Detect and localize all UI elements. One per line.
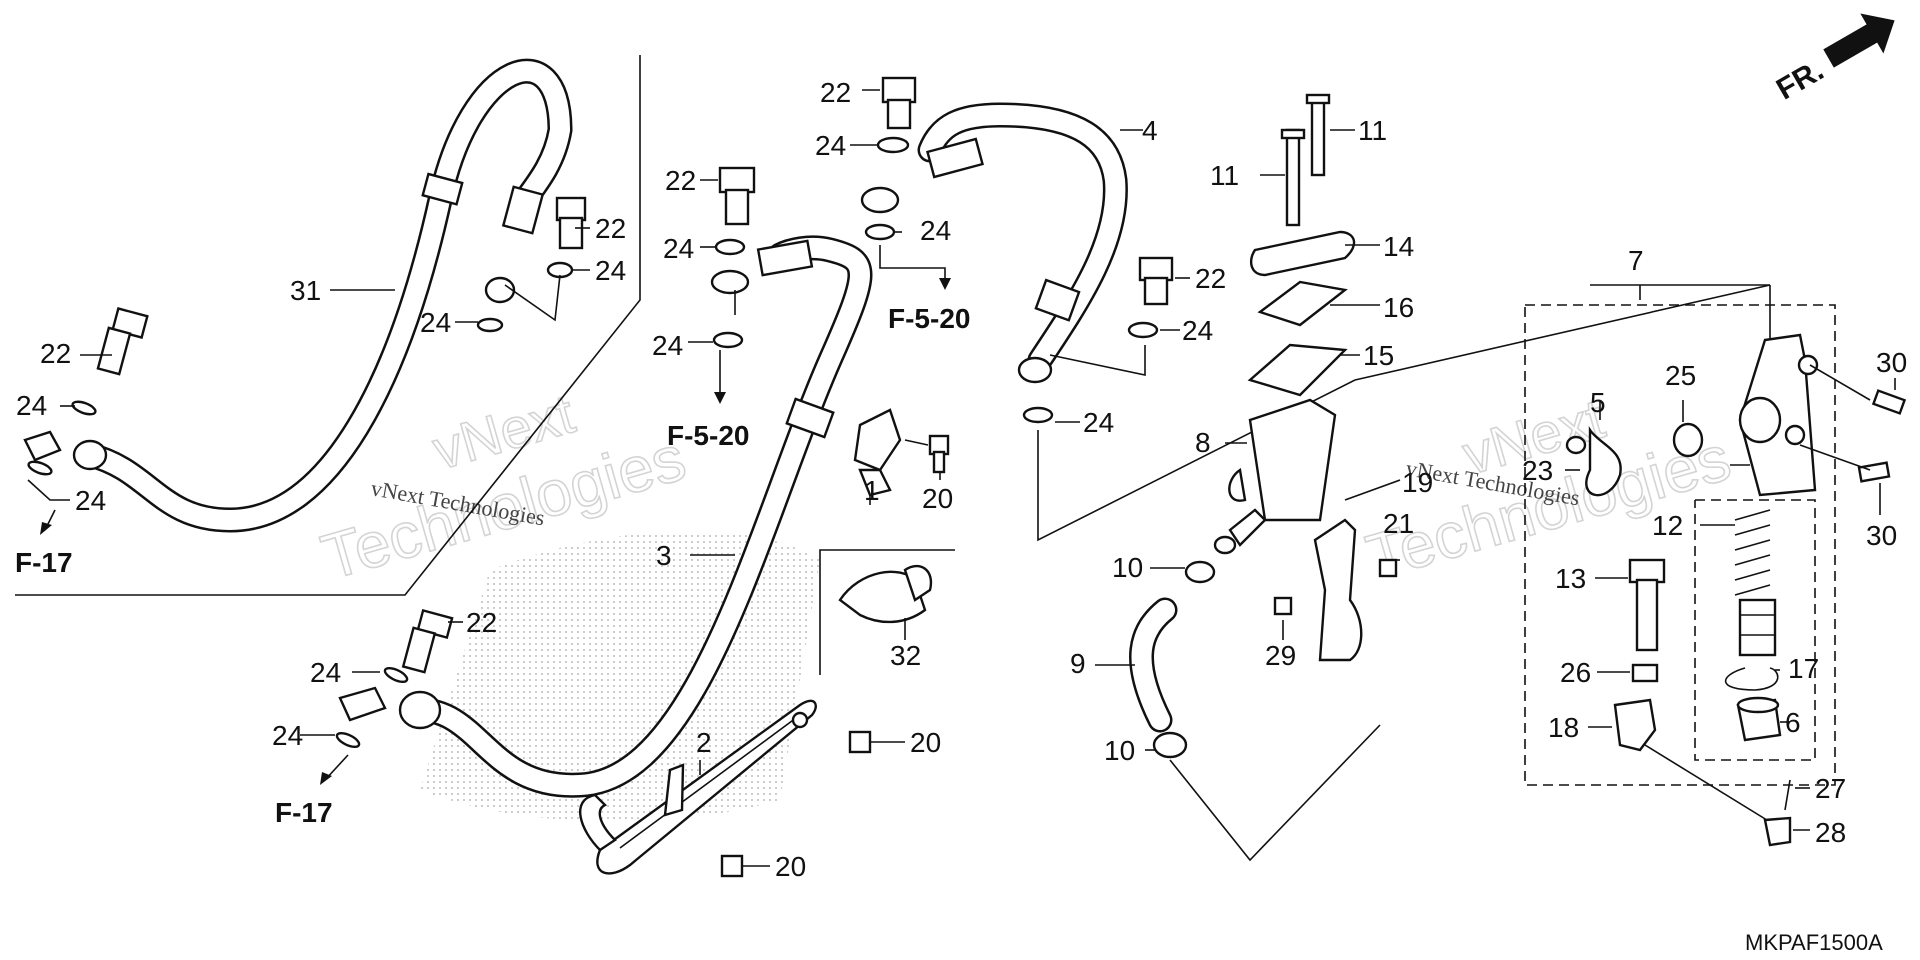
hose-3 xyxy=(300,166,873,798)
part-label-31: 31 xyxy=(290,275,321,306)
part-label-3: 3 xyxy=(656,540,672,571)
part-label-11: 11 xyxy=(1358,115,1387,146)
part-label-24b: 24 xyxy=(75,485,106,516)
part-label-24d: 24 xyxy=(595,255,626,286)
ref-f520-left: F-5-20 xyxy=(667,420,749,451)
part-label-1: 1 xyxy=(864,475,880,506)
part-label-28: 28 xyxy=(1815,817,1846,848)
part-label-10: 10 xyxy=(1112,552,1143,583)
part-label-22e: 22 xyxy=(1195,263,1226,294)
part-label-15: 15 xyxy=(1363,340,1394,371)
part-7-assembly xyxy=(1354,284,1907,847)
part-1-clamp xyxy=(853,408,950,505)
part-label-24f: 24 xyxy=(652,330,683,361)
part-label-13: 13 xyxy=(1555,563,1586,594)
part-label-4: 4 xyxy=(1142,115,1158,146)
part-label-9: 9 xyxy=(1070,648,1086,679)
part-label-17: 17 xyxy=(1788,653,1819,684)
part-label-30a: 30 xyxy=(1876,347,1907,378)
part-label-22f: 22 xyxy=(466,607,497,638)
part-label-22b: 22 xyxy=(595,213,626,244)
ref-f17-bottom: F-17 xyxy=(275,797,333,828)
part-label-6: 6 xyxy=(1785,707,1801,738)
part-2-bracket xyxy=(579,699,905,878)
part-label-19: 19 xyxy=(1402,467,1433,498)
part-label-24e: 24 xyxy=(663,233,694,264)
part-label-5: 5 xyxy=(1590,387,1606,418)
part-label-24l: 24 xyxy=(272,720,303,751)
part-label-20c: 20 xyxy=(775,851,806,882)
watermark-dot-pattern xyxy=(420,531,820,822)
part-label-10b: 10 xyxy=(1104,735,1135,766)
part-label-30b: 30 xyxy=(1866,520,1897,551)
part-label-25: 25 xyxy=(1665,360,1696,391)
reference-labels: F-17 F-17 F-5-20 F-5-20 xyxy=(15,303,970,828)
part-label-29: 29 xyxy=(1265,640,1296,671)
part-label-18: 18 xyxy=(1548,712,1579,743)
part-label-24i: 24 xyxy=(1083,407,1114,438)
part-label-22a: 22 xyxy=(40,338,71,369)
part-label-2: 2 xyxy=(696,727,712,758)
diagram-code: MKPAF1500A xyxy=(1745,930,1883,955)
part-label-24j: 24 xyxy=(1182,315,1213,346)
part-label-21: 21 xyxy=(1383,508,1414,539)
part-label-7: 7 xyxy=(1628,245,1644,276)
part-label-8: 8 xyxy=(1195,427,1211,458)
part-label-24a: 24 xyxy=(16,390,47,421)
part-numbers: 1 2 3 4 5 6 7 8 9 10 10 11 11 12 13 14 1… xyxy=(16,77,1907,882)
part-label-24h: 24 xyxy=(920,215,951,246)
ref-f17-left: F-17 xyxy=(15,547,73,578)
part-label-24g: 24 xyxy=(815,130,846,161)
front-label: FR. xyxy=(1771,54,1829,107)
part-label-26: 26 xyxy=(1560,657,1591,688)
part-label-24c: 24 xyxy=(420,307,451,338)
inset-part-32 xyxy=(819,549,955,675)
ref-f520-right: F-5-20 xyxy=(888,303,970,334)
part-label-24k: 24 xyxy=(310,657,341,688)
part-label-32: 32 xyxy=(890,640,921,671)
part-label-11b: 11 xyxy=(1210,160,1239,191)
part-label-14: 14 xyxy=(1383,231,1414,262)
part-label-20b: 20 xyxy=(922,483,953,514)
part-label-22c: 22 xyxy=(665,165,696,196)
part-label-20a: 20 xyxy=(910,727,941,758)
part-label-27: 27 xyxy=(1815,773,1846,804)
part-label-12: 12 xyxy=(1652,510,1683,541)
part-label-22d: 22 xyxy=(820,77,851,108)
part-label-16: 16 xyxy=(1383,292,1414,323)
master-cylinder xyxy=(1095,93,1401,862)
front-arrow-icon: FR. xyxy=(1771,13,1895,107)
hose-4 xyxy=(850,76,1356,542)
part-label-23: 23 xyxy=(1522,455,1553,486)
inset-left xyxy=(15,55,641,596)
